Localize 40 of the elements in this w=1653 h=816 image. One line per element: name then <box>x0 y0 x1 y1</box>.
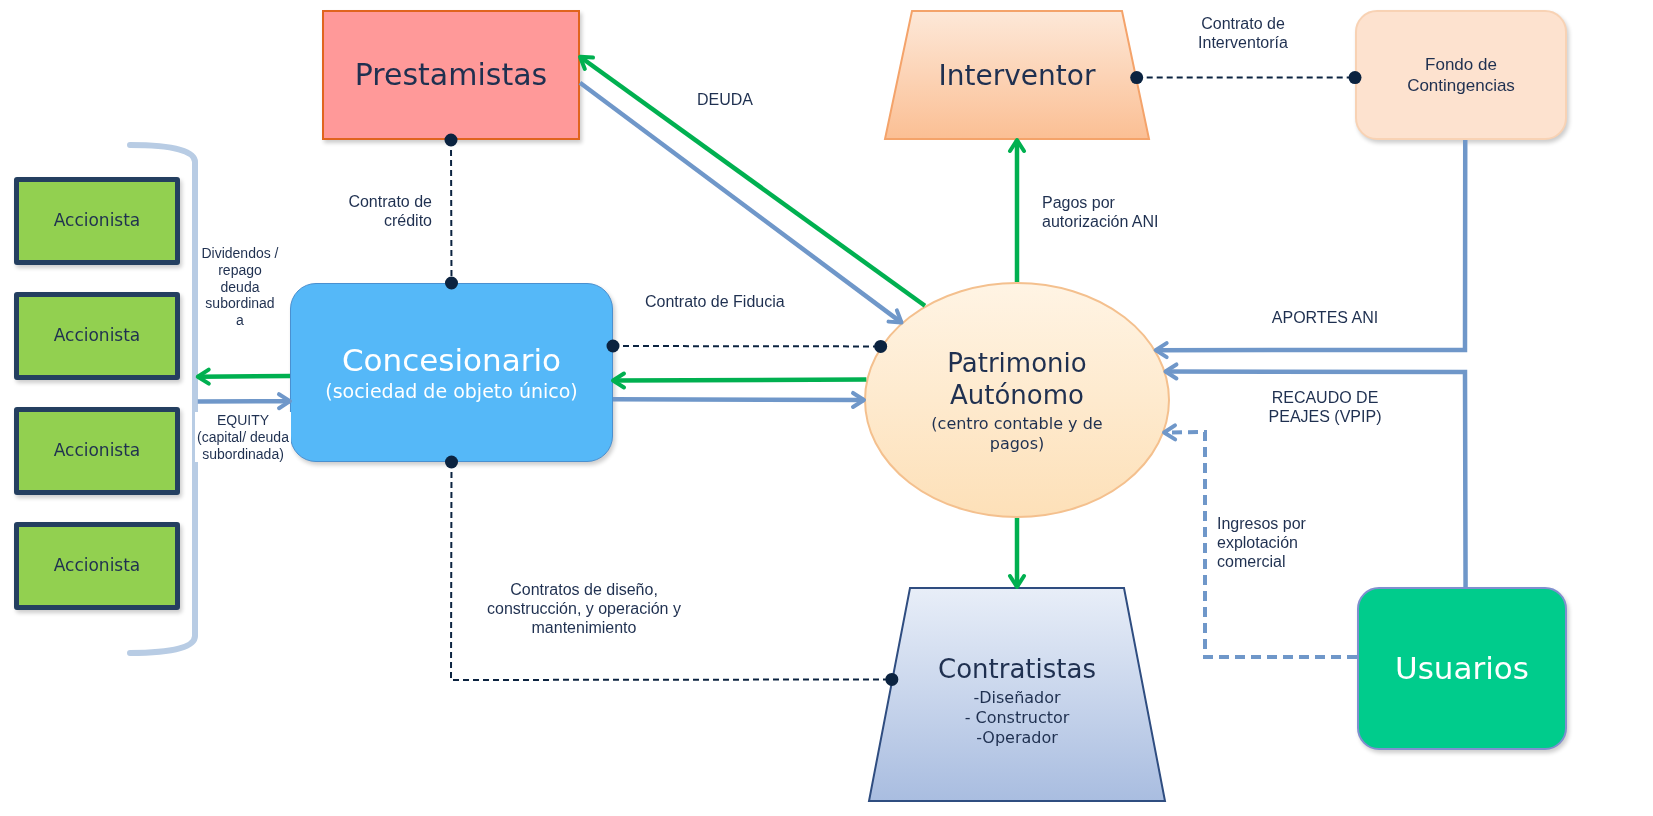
inspector-label: Interventor <box>938 57 1096 93</box>
arrow <box>1162 423 1357 660</box>
shareholder-label: Accionista <box>53 440 141 462</box>
arrow <box>1163 362 1468 587</box>
lender-box <box>322 10 580 140</box>
fund-box <box>1355 10 1567 140</box>
arrow <box>197 392 292 411</box>
arrow <box>578 81 904 325</box>
shareholder-label: Accionista <box>53 210 141 232</box>
arrow <box>1008 138 1026 282</box>
arrow <box>1008 518 1026 589</box>
arrow <box>613 390 866 409</box>
contractors-label: Contratistas <box>938 653 1096 686</box>
shareholder-box <box>14 177 180 265</box>
concessionaire-label: Concesionario <box>341 341 562 380</box>
users-box <box>1357 587 1567 750</box>
users-label: Usuarios <box>1395 649 1529 688</box>
trust-subtitle: (centro contable y de pagos) <box>930 413 1104 454</box>
trust-label: Patrimonio Autónomo <box>946 346 1088 412</box>
dotted-connector <box>1130 71 1362 85</box>
arrow <box>578 54 927 308</box>
dotted-connector <box>444 133 458 290</box>
dotted-connector <box>445 455 899 686</box>
shareholder-box <box>14 522 180 610</box>
concessionaire-box <box>290 283 613 462</box>
lender-label: Prestamistas <box>354 56 548 94</box>
contractor-role: -Operador <box>976 727 1058 748</box>
edge-label: EQUITY (capital/ deuda subordinada) <box>195 412 291 463</box>
arrow <box>1153 140 1468 360</box>
shareholder-label: Accionista <box>53 555 141 577</box>
arrow <box>195 367 290 386</box>
shareholder-label: Accionista <box>53 325 141 347</box>
shareholder-box <box>14 292 180 380</box>
dotted-connector <box>606 339 888 353</box>
contractor-role: -Diseñador <box>973 687 1061 708</box>
contractor-role: - Constructor <box>964 707 1070 728</box>
fund-label: Fondo de Contingencias <box>1406 53 1516 97</box>
concessionaire-subtitle: (sociedad de objeto único) <box>325 380 578 404</box>
shareholder-box <box>14 407 180 495</box>
arrow <box>611 371 867 390</box>
